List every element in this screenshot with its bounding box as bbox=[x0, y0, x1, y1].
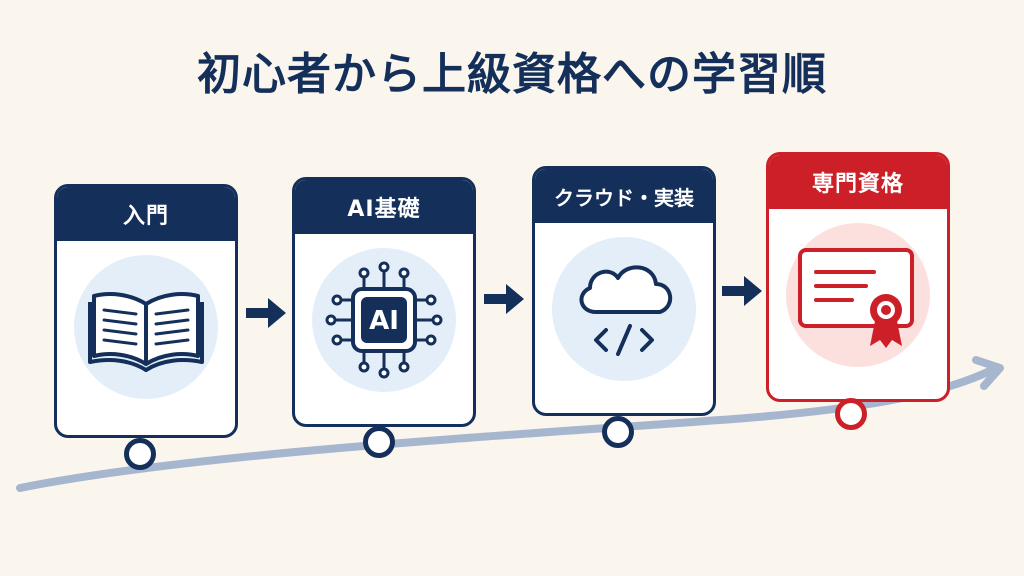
right-arrow-icon bbox=[246, 298, 286, 328]
step-label-intro: 入門 bbox=[57, 187, 235, 241]
step-label-professional-certification: 専門資格 bbox=[769, 155, 947, 209]
step-label-ai-basics: AI基礎 bbox=[295, 180, 473, 234]
progress-arrowhead-icon bbox=[972, 356, 1004, 390]
step-card-professional-certification: 専門資格 bbox=[766, 152, 950, 402]
right-arrow-icon bbox=[484, 284, 524, 314]
step-card-ai-basics: AI基礎 AI bbox=[292, 177, 476, 427]
open-book-icon bbox=[88, 292, 204, 372]
ai-chip-icon: AI bbox=[325, 261, 443, 379]
step-card-cloud-implementation: クラウド・実装 bbox=[532, 166, 716, 416]
step-card-intro: 入門 bbox=[54, 184, 238, 438]
right-arrow-icon bbox=[722, 276, 762, 306]
code-brackets-icon bbox=[594, 324, 654, 356]
icon-background: AI bbox=[312, 248, 456, 392]
icon-background bbox=[786, 223, 930, 367]
diagram-title: 初心者から上級資格への学習順 bbox=[197, 49, 827, 100]
milestone-node bbox=[602, 416, 634, 448]
certificate-icon bbox=[798, 248, 914, 348]
icon-background bbox=[552, 237, 696, 381]
step-label-cloud-implementation: クラウド・実装 bbox=[535, 169, 713, 223]
milestone-node bbox=[124, 438, 156, 470]
milestone-node-final bbox=[835, 398, 867, 430]
cloud-code-icon bbox=[579, 265, 672, 356]
icon-background bbox=[74, 255, 218, 399]
ai-chip-label: AI bbox=[369, 306, 399, 336]
milestone-node bbox=[363, 426, 395, 458]
